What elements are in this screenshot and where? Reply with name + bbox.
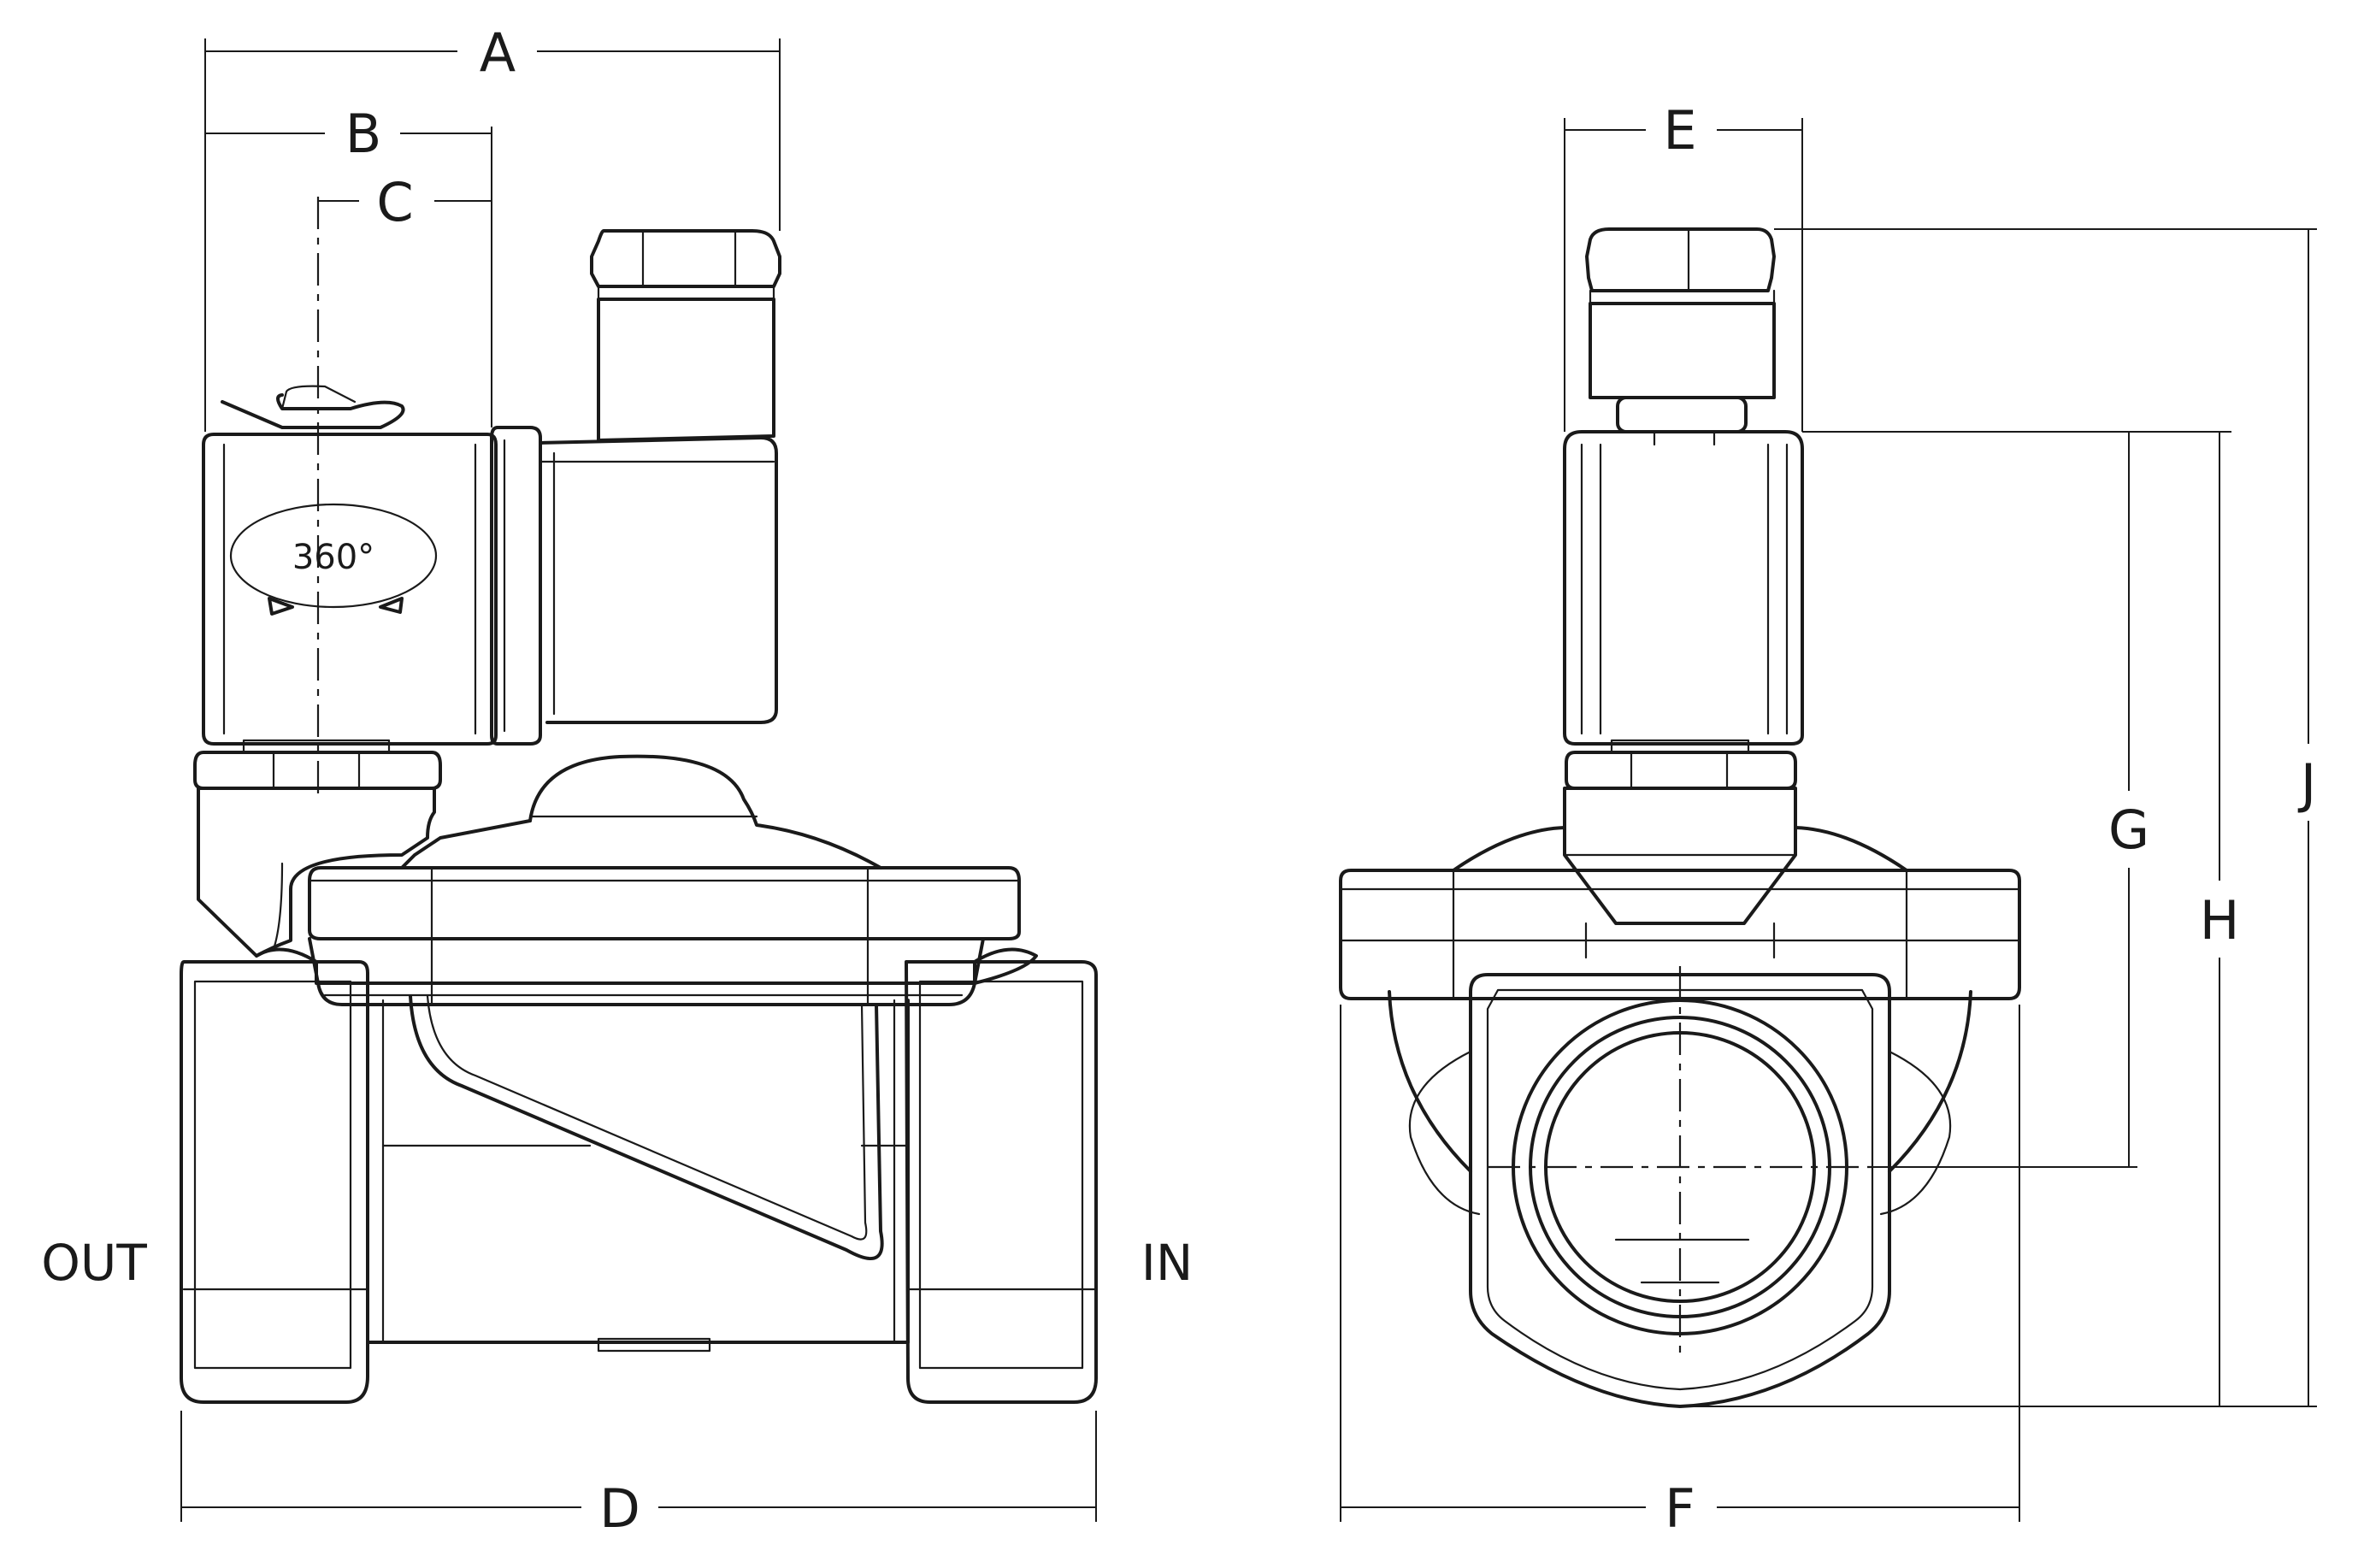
dimension-label-g: G bbox=[2108, 799, 2149, 861]
dimension-label-h: H bbox=[2200, 889, 2240, 952]
side-view-coil: 360° bbox=[202, 197, 781, 799]
side-view: 360° A B C D bbox=[41, 21, 1193, 1540]
side-view-dimensions: A B C D bbox=[180, 21, 1097, 1540]
dimension-label-j: J bbox=[2297, 752, 2316, 815]
dimension-label-c: C bbox=[376, 171, 413, 233]
front-view-dimensions: E F G H J bbox=[1340, 99, 2317, 1540]
dimension-label-b: B bbox=[345, 103, 382, 165]
outlet-port-label: OUT bbox=[41, 1234, 147, 1292]
front-view-coil bbox=[1563, 227, 1804, 746]
dimension-label-d: D bbox=[599, 1477, 640, 1540]
dimension-label-f: F bbox=[1665, 1477, 1695, 1540]
dimension-label-a: A bbox=[480, 21, 516, 84]
dimension-label-e: E bbox=[1663, 99, 1696, 162]
rotation-label: 360° bbox=[292, 538, 374, 577]
inlet-port-label: IN bbox=[1141, 1234, 1194, 1292]
side-view-body bbox=[180, 739, 1098, 1404]
front-view: E F G H J bbox=[1339, 99, 2317, 1540]
